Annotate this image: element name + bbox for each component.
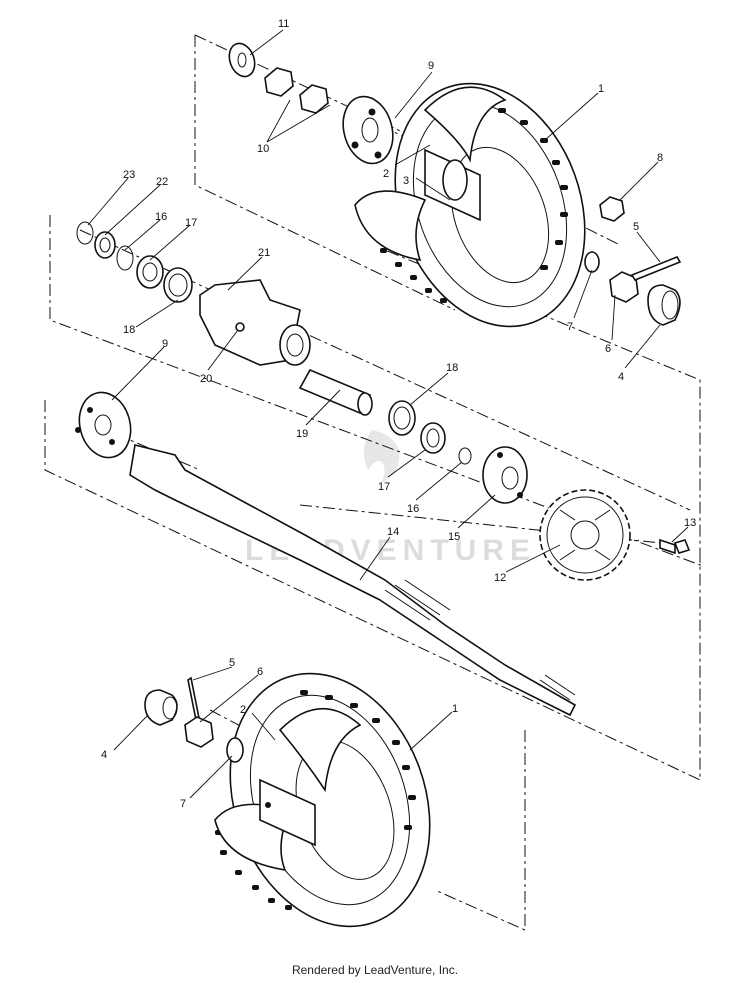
callout-18-left: 18: [123, 324, 135, 336]
callout-15: 15: [448, 531, 460, 543]
sprocket-hub: [482, 446, 528, 504]
footer-credit: Rendered by LeadVenture, Inc.: [291, 963, 459, 977]
hub-plate-left: [75, 391, 132, 459]
callout-4-top: 4: [618, 371, 624, 383]
cap-top: [647, 284, 681, 326]
callout-3: 3: [403, 175, 409, 187]
o-ring-16-left: [116, 245, 134, 271]
castle-nut-top: [609, 271, 639, 303]
callout-6-top: 6: [605, 343, 611, 355]
castle-nut-bottom: [184, 716, 214, 748]
callout-1-bottom: 1: [452, 703, 458, 715]
callout-1-top: 1: [598, 83, 604, 95]
callout-7-top: 7: [567, 321, 573, 333]
snap-ring: [76, 221, 94, 245]
callout-13: 13: [684, 517, 696, 529]
axle-housing: [199, 279, 311, 366]
callout-14: 14: [387, 526, 399, 538]
nut-8: [599, 196, 625, 222]
top-rim-outer: [423, 86, 507, 163]
callout-4-bottom: 4: [101, 749, 107, 761]
leader-lines: [87, 29, 689, 799]
axle-shaft: [129, 444, 577, 717]
bottom-rim-outer: [278, 707, 362, 793]
axle-splines: [384, 579, 451, 621]
callout-20: 20: [200, 373, 212, 385]
lug-nut-b: [299, 84, 329, 114]
callout-2-top: 2: [383, 168, 389, 180]
top-hub-plate: [342, 95, 394, 165]
flame-logo-icon: [363, 430, 400, 484]
o-ring-16-right: [458, 447, 472, 465]
top-rim-inner: [354, 190, 427, 262]
housing-assembly: [76, 221, 691, 581]
top-hub-center: [442, 159, 468, 201]
callout-16-right: 16: [407, 503, 419, 515]
callout-10: 10: [257, 143, 269, 155]
bottom-tire: [215, 672, 431, 928]
callout-11: 11: [278, 18, 289, 30]
axle-assembly: [75, 391, 577, 717]
lug-nut-a: [264, 67, 294, 97]
seal-17-right: [420, 422, 446, 454]
callout-2-bottom: 2: [240, 704, 246, 716]
callout-18-right: 18: [446, 362, 458, 374]
callout-23: 23: [123, 169, 135, 181]
callout-labels: 11 9 10 2 3 1 8 5 7 6 4 23 22 16 17 18 2…: [101, 18, 696, 810]
cap-bottom: [144, 689, 178, 726]
cotter-pin-bottom: [187, 676, 200, 722]
bolt-13: [659, 538, 691, 555]
washer-7-bottom: [226, 737, 244, 763]
spacer-tube: [298, 368, 373, 416]
callout-16-left: 16: [155, 211, 167, 223]
washer-7-top: [584, 251, 600, 273]
callout-22: 22: [156, 176, 168, 188]
seal-17-left: [136, 255, 164, 289]
callout-5-bottom: 5: [229, 657, 235, 669]
callout-17-left: 17: [185, 217, 197, 229]
callout-9-left: 9: [162, 338, 168, 350]
callout-17-right: 17: [378, 481, 390, 493]
exploded-parts-diagram: LEADVENTURE: [44, 18, 701, 931]
callout-19: 19: [296, 428, 308, 440]
bottom-wheel-assembly: [144, 672, 431, 928]
callout-8: 8: [657, 152, 663, 164]
callout-6-bottom: 6: [257, 666, 263, 678]
washer-top: [228, 42, 256, 78]
bearing-18-right: [388, 400, 416, 436]
callout-7-bottom: 7: [180, 798, 186, 810]
cotter-pin-top: [630, 256, 682, 281]
bearing-18-left: [163, 267, 193, 303]
callout-5-top: 5: [633, 221, 639, 233]
bottom-hub-barrel: [259, 778, 316, 847]
top-wheel-assembly: [228, 42, 682, 328]
axle-end-splines: [539, 674, 576, 701]
callout-12: 12: [494, 572, 506, 584]
sprocket: [539, 489, 631, 581]
callout-9-top: 9: [428, 60, 434, 72]
seal-22: [94, 231, 116, 259]
callout-21: 21: [258, 247, 270, 259]
